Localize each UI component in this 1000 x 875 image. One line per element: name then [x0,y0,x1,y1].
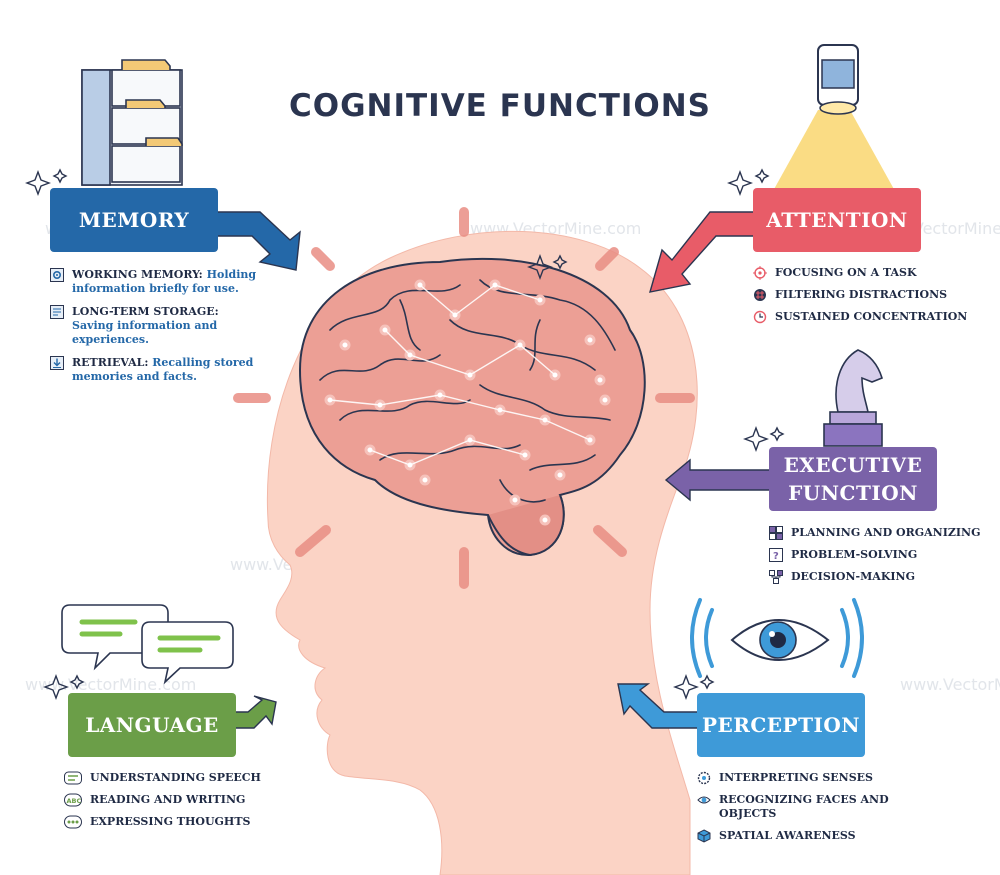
question-icon: ? [769,548,783,562]
watermark-text: www.VectorMine.com [900,675,1000,694]
executive-arrow [664,458,781,502]
attention-list: FOCUSING ON A TASK FILTERING DISTRACTION… [753,266,973,332]
clock-icon [753,310,767,324]
item-text: PLANNING AND ORGANIZING [791,526,981,539]
list-item: LONG-TERM STORAGE: Saving information an… [50,305,260,347]
memory-arrow [199,211,301,271]
senses-icon [697,771,711,785]
attention-arrow [649,211,771,293]
item-text: PROBLEM-SOLVING [791,548,918,561]
watermark-text: www.VectorMine.com [25,675,196,694]
perception-arrow [617,683,711,729]
item-text: READING AND WRITING [90,793,246,806]
list-item: SPATIAL AWARENESS [697,829,937,843]
list-item: DECISION-MAKING [769,570,989,584]
perception-label: PERCEPTION [697,693,865,757]
item-text: FOCUSING ON A TASK [775,266,917,279]
target-icon [753,266,767,280]
gear-icon [50,268,64,282]
language-arrow [231,695,277,729]
brain-illustration [298,257,646,557]
executive-label-line2: FUNCTION [788,481,918,505]
memory-label: MEMORY [50,188,218,252]
item-description: Saving information and experiences. [72,319,218,346]
filter-grid-icon [754,289,766,301]
item-text: UNDERSTANDING SPEECH [90,771,261,784]
cube-icon [697,829,711,843]
item-term: RETRIEVAL: [72,356,149,369]
eye-icon [697,796,711,804]
memory-list: WORKING MEMORY: Holding information brie… [50,268,260,393]
list-item: ABC READING AND WRITING [64,793,294,807]
document-icon [50,305,64,319]
list-item: RECOGNIZING FACES AND OBJECTS [697,793,937,821]
grid-icon [769,526,783,540]
svg-text:?: ? [773,551,779,562]
list-item: EXPRESSING THOUGHTS [64,815,294,829]
filing-cabinet-icon [81,59,183,186]
item-text: DECISION-MAKING [791,570,915,583]
download-icon [50,356,64,370]
language-list: UNDERSTANDING SPEECH ABC READING AND WRI… [64,771,294,837]
abc-icon: ABC [64,793,82,807]
item-description: Holding information briefly for use. [72,268,257,295]
list-item: RETRIEVAL: Recalling stored memories and… [50,356,260,384]
perception-list: INTERPRETING SENSES RECOGNIZING FACES AN… [697,771,937,851]
list-item: SUSTAINED CONCENTRATION [753,310,973,324]
item-text: RECOGNIZING FACES AND OBJECTS [719,793,889,820]
item-description: Recalling stored memories and facts. [72,356,254,383]
list-item: WORKING MEMORY: Holding information brie… [50,268,260,296]
chat-dots-icon [64,815,82,829]
list-item: UNDERSTANDING SPEECH [64,771,294,785]
speech-bubbles-icon [61,604,234,685]
item-text: EXPRESSING THOUGHTS [90,815,251,828]
list-item: INTERPRETING SENSES [697,771,937,785]
item-text: INTERPRETING SENSES [719,771,873,784]
language-label: LANGUAGE [68,693,236,757]
attention-label: ATTENTION [753,188,921,252]
executive-function-list: PLANNING AND ORGANIZING ? PROBLEM-SOLVIN… [769,526,989,592]
spotlight-icon [768,44,900,200]
speech-bubble-icon [64,771,82,785]
list-item: FILTERING DISTRACTIONS [753,288,973,302]
item-text: FILTERING DISTRACTIONS [775,288,948,301]
item-text: SPATIAL AWARENESS [719,829,856,842]
list-item: ? PROBLEM-SOLVING [769,548,989,562]
eye-icon [690,598,864,678]
item-term: WORKING MEMORY: [72,268,203,281]
sparkle-icon [25,168,785,700]
radiating-rays [233,207,695,589]
item-text: SUSTAINED CONCENTRATION [775,310,968,323]
flowchart-icon [769,570,783,584]
chess-knight-icon [823,349,883,447]
executive-label-line1: EXECUTIVE [783,453,923,477]
page-title: COGNITIVE FUNCTIONS [288,88,711,124]
svg-text:ABC: ABC [67,797,82,805]
list-item: PLANNING AND ORGANIZING [769,526,989,540]
executive-function-label: EXECUTIVE FUNCTION [769,447,937,511]
item-term: LONG-TERM STORAGE: [72,305,219,318]
list-item: FOCUSING ON A TASK [753,266,973,280]
